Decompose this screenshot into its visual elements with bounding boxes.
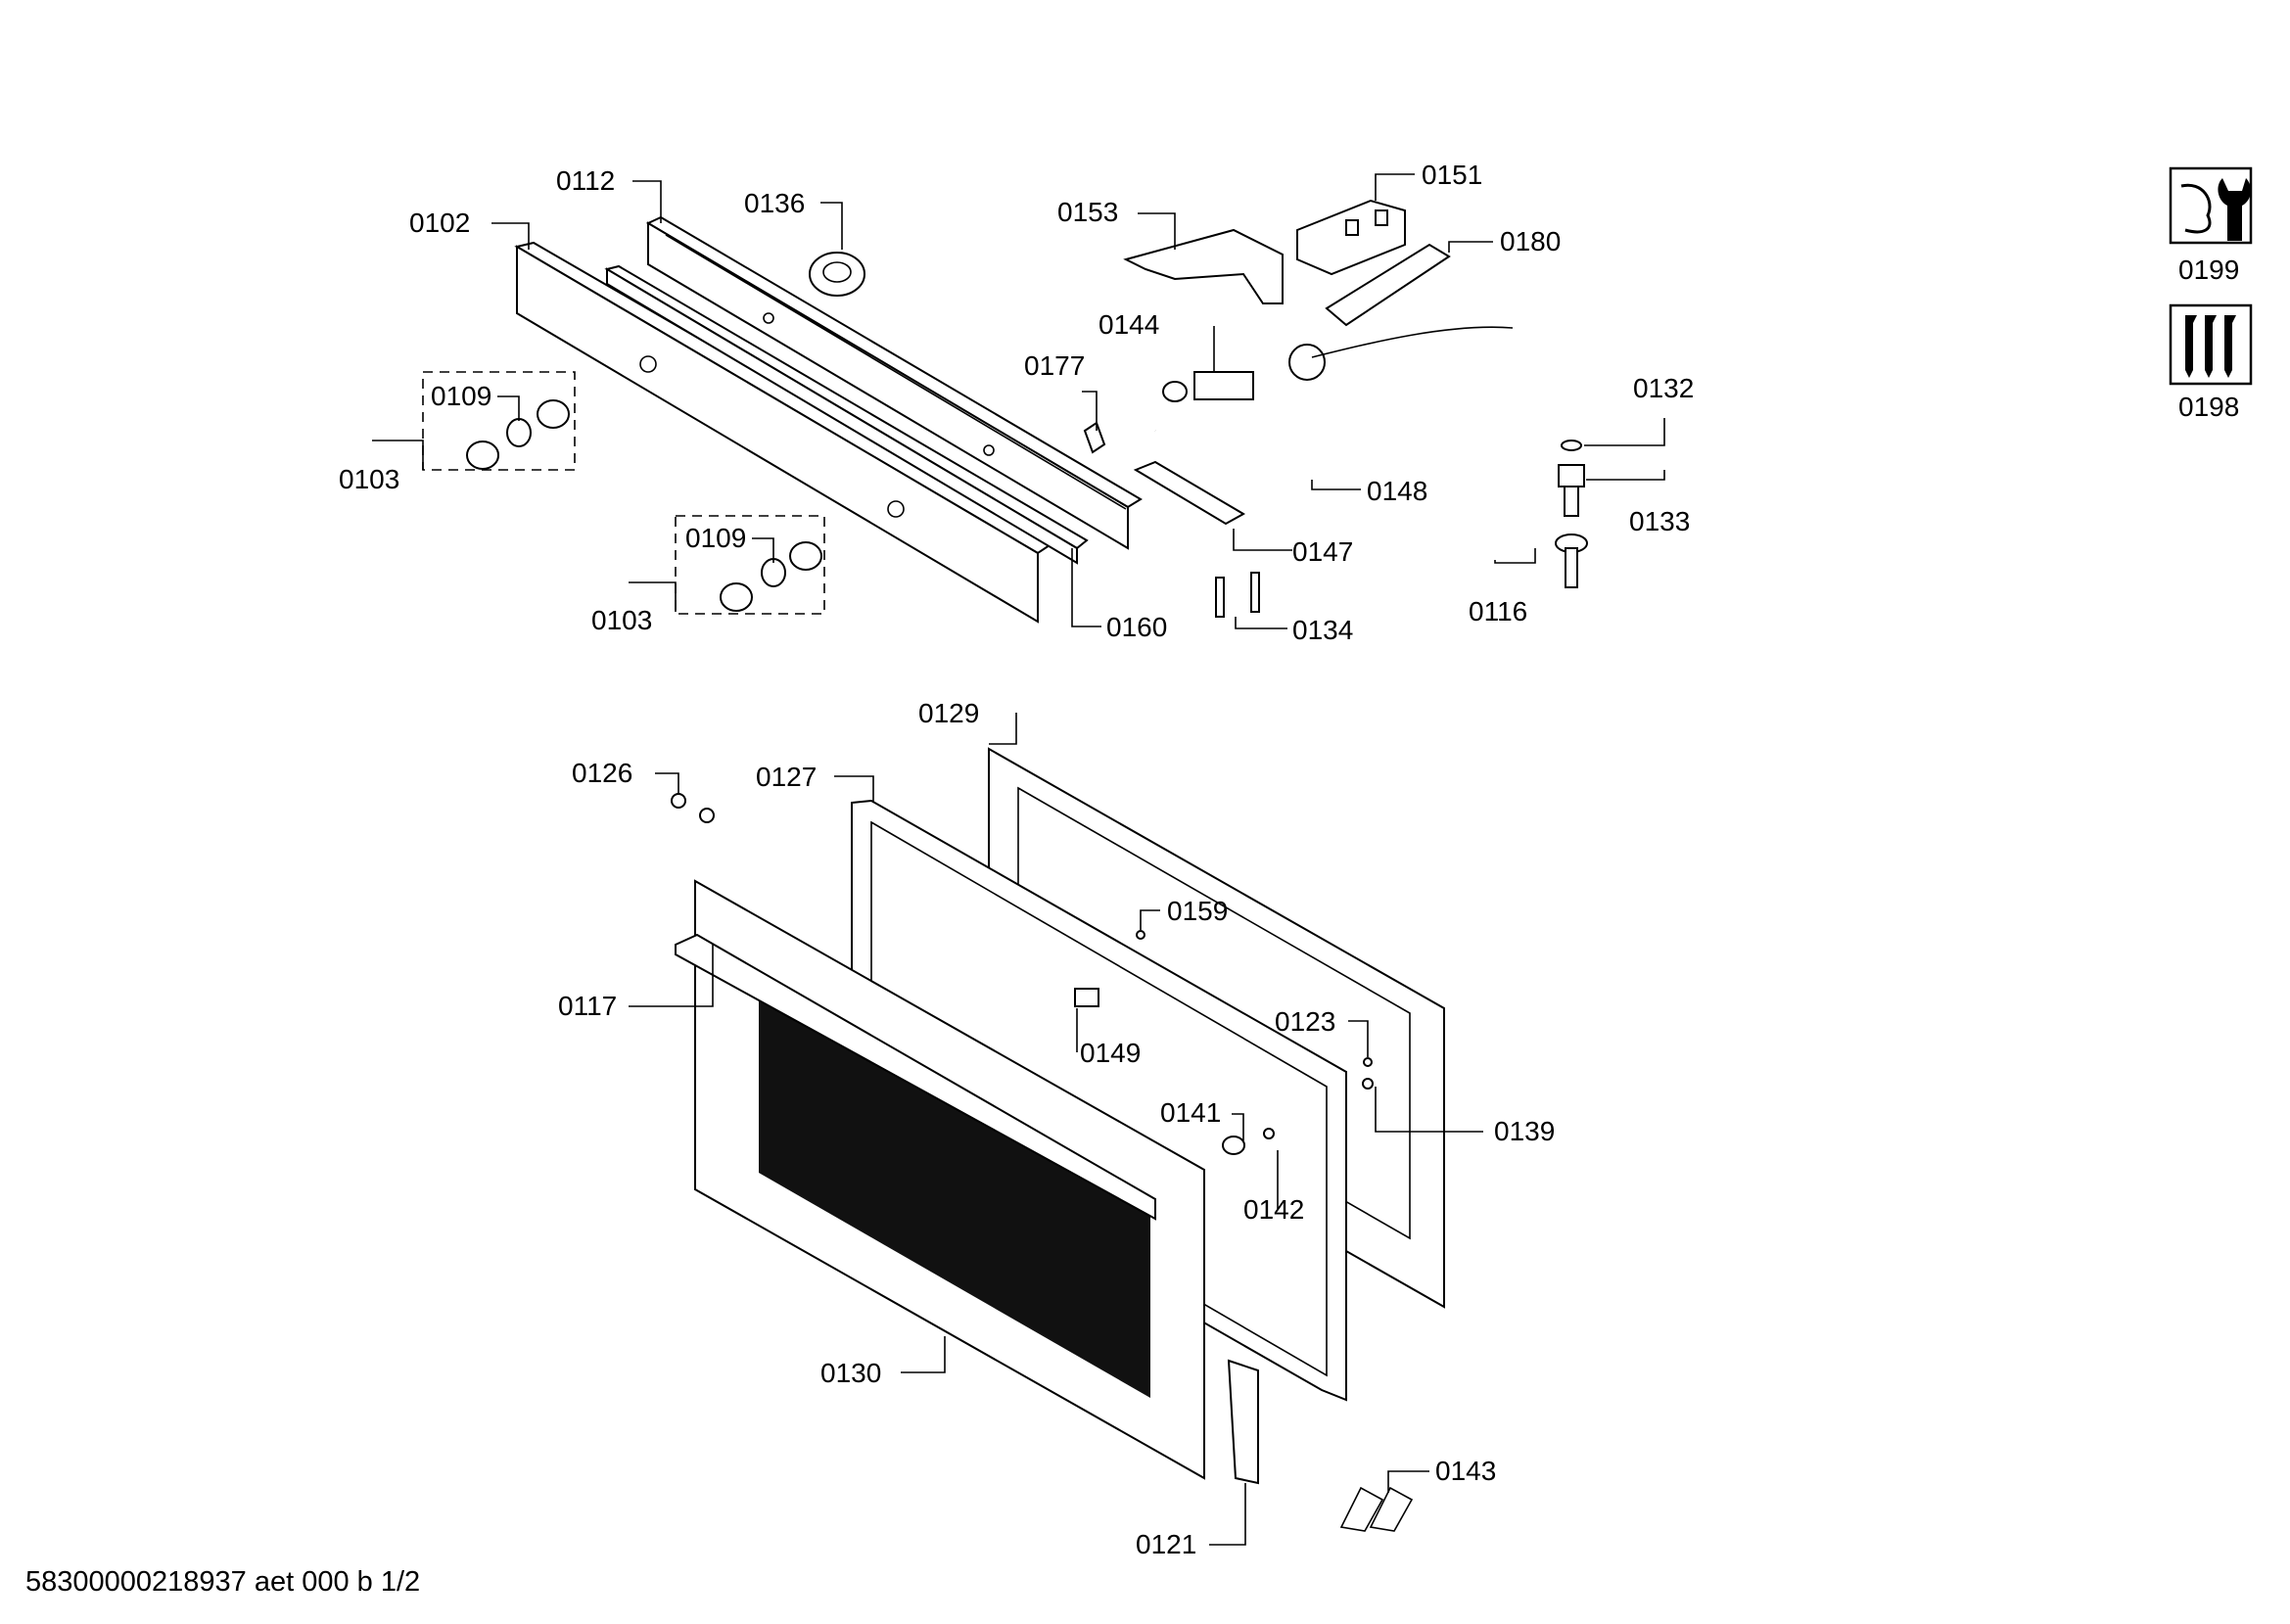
part-label-0116: 0116 [1469,596,1528,626]
part-label-0121: 0121 [1136,1529,1197,1559]
fitting-0133 [1558,464,1585,517]
leader-lines [372,173,1665,1546]
part-label-0147: 0147 [1292,536,1354,567]
nuts-0126 [671,793,715,823]
part-label-0153: 0153 [1057,197,1119,227]
screws-0134 [1215,572,1260,618]
part-label-0148: 0148 [1367,476,1428,506]
part-label-0127: 0127 [756,762,818,792]
small-parts-0141-0142 [1222,1128,1275,1155]
legend-label-0199: 0199 [2178,255,2240,285]
part-label-0109: 0109 [685,523,747,553]
part-label-0180: 0180 [1500,226,1562,256]
switch-0151 [1296,199,1406,276]
part-label-0112: 0112 [556,165,616,196]
part-label-0134: 0134 [1292,615,1354,645]
part-label-0159: 0159 [1167,896,1229,926]
document-footer-code: 58300000218937 aet 000 b 1/2 [25,1566,421,1598]
part-label-0133: 0133 [1629,506,1691,536]
bracket-0153 [1123,228,1284,304]
part-label-0126: 0126 [572,758,633,788]
part-label-0103: 0103 [591,605,653,635]
bracket-0180 [1325,243,1451,327]
part-label-0144: 0144 [1098,309,1160,340]
gas-pipe-0148 [1153,349,1574,487]
part-label-0160: 0160 [1106,612,1168,642]
part-label-0103: 0103 [339,464,400,494]
part-label-0149: 0149 [1080,1038,1142,1068]
part-label-0142: 0142 [1243,1194,1305,1225]
part-label-0109: 0109 [431,381,492,411]
legend-label-0198: 0198 [2178,392,2240,422]
part-label-0117: 0117 [558,991,618,1021]
rail-0147 [1133,460,1246,526]
wrench-icon [2169,166,2253,245]
screws-icon [2169,303,2253,386]
washer-0132 [1561,440,1582,451]
part-label-0143: 0143 [1435,1456,1497,1486]
part-label-0151: 0151 [1422,160,1483,190]
door-handle-0117 [675,933,1156,1221]
part-label-0129: 0129 [918,698,980,728]
clip-0177 [1083,421,1106,454]
part-label-0136: 0136 [744,188,806,218]
knob-group-2 [675,515,825,615]
part-label-0141: 0141 [1160,1097,1222,1128]
connector-0116 [1555,534,1588,588]
control-panel-frame [645,215,1143,550]
part-label-0139: 0139 [1494,1116,1556,1146]
part-label-0102: 0102 [409,208,471,238]
thermostat-valve-0144 [1162,326,1514,402]
clips-0143 [1339,1486,1414,1532]
part-label-0177: 0177 [1024,350,1086,381]
hinge-0121 [1227,1359,1259,1485]
control-panel-trim [604,264,1089,565]
control-knob-sensor [809,252,865,297]
part-label-0123: 0123 [1275,1006,1336,1037]
small-parts-0123-0139 [1074,930,1374,1090]
part-label-0132: 0132 [1633,373,1695,403]
part-label-0130: 0130 [820,1358,882,1388]
